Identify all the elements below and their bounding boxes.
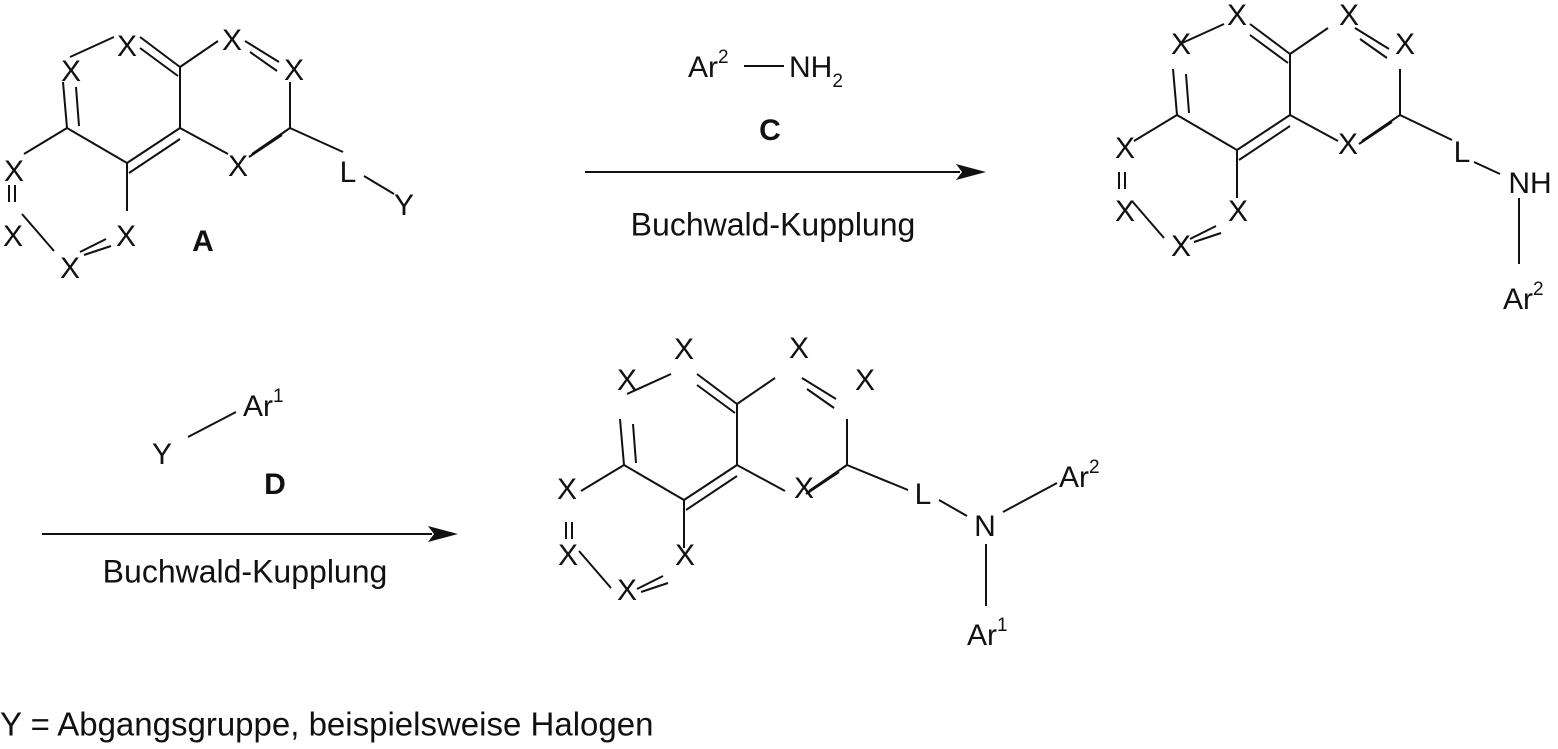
x-atom-c-6: X: [794, 472, 814, 505]
leaving-group-a: Y: [394, 189, 414, 222]
x-atom-a-1: X: [117, 30, 137, 63]
x-atom-b-3: X: [1171, 28, 1191, 61]
amine-n-c: N: [974, 510, 996, 543]
x-atom-c-8: X: [675, 539, 695, 572]
intermediate-product: X X X X X X X X X L NH Ar2: [1115, 0, 1552, 316]
x-atom-a-5: X: [4, 155, 24, 188]
reagent-d-leaving-group: Y: [152, 438, 172, 471]
x-atom-a-3: X: [61, 55, 81, 88]
x-atom-b-2: X: [1339, 0, 1359, 32]
x-atom-a-6: X: [228, 150, 248, 183]
x-atom-b-4: X: [1395, 28, 1415, 61]
x-atom-b-1: X: [1227, 0, 1247, 32]
reagent-c: Ar2 NH2 C: [688, 47, 843, 147]
compound-a: X X X X X X X X X L Y A: [3, 24, 414, 285]
x-atom-c-4: X: [855, 364, 875, 397]
leaving-group-footnote: Y = Abgangsgruppe, beispielsweise Haloge…: [0, 706, 653, 743]
x-atom-c-2: X: [789, 332, 809, 365]
x-atom-c-1: X: [674, 333, 694, 366]
x-atom-a-9: X: [60, 252, 80, 285]
aryl-1-c: Ar1: [967, 615, 1008, 652]
x-atom-a-8: X: [116, 220, 136, 253]
aryl-2-c: Ar2: [1059, 457, 1100, 494]
compound-a-label: A: [192, 225, 214, 258]
x-atom-c-9: X: [617, 574, 637, 607]
reagent-d: Y Ar1 D: [152, 386, 286, 501]
linker-atom-b: L: [1454, 136, 1471, 169]
linker-atom-a: L: [340, 156, 357, 189]
x-atom-b-7: X: [1115, 195, 1135, 228]
compound-c-label: C: [759, 114, 781, 147]
x-atom-a-2: X: [222, 24, 242, 57]
reaction-arrow-1: [585, 164, 986, 180]
x-atom-b-6: X: [1338, 128, 1358, 161]
x-atom-c-3: X: [617, 364, 637, 397]
reaction-2-condition: Buchwald-Kupplung: [103, 553, 388, 589]
x-atom-c-5: X: [557, 473, 577, 506]
reaction-arrow-2: [42, 526, 458, 542]
aryl-2-b: Ar2: [1503, 279, 1544, 316]
compound-d-label: D: [264, 468, 286, 501]
linker-atom-c: L: [915, 478, 932, 511]
x-atom-a-4: X: [284, 54, 304, 87]
reagent-c-aryl: Ar2: [688, 47, 729, 84]
reagent-c-amine: NH2: [789, 51, 843, 92]
final-product: X X X X X X X X X L N Ar2 Ar1: [557, 332, 1100, 652]
reagent-d-aryl: Ar1: [243, 386, 284, 423]
reaction-1-condition: Buchwald-Kupplung: [631, 206, 916, 242]
x-atom-a-7: X: [3, 220, 23, 253]
x-atom-b-8: X: [1228, 195, 1248, 228]
x-atom-c-7: X: [558, 539, 578, 572]
x-atom-b-9: X: [1171, 230, 1191, 263]
x-atom-b-5: X: [1115, 132, 1135, 165]
amine-nh-b: NH: [1508, 167, 1551, 200]
